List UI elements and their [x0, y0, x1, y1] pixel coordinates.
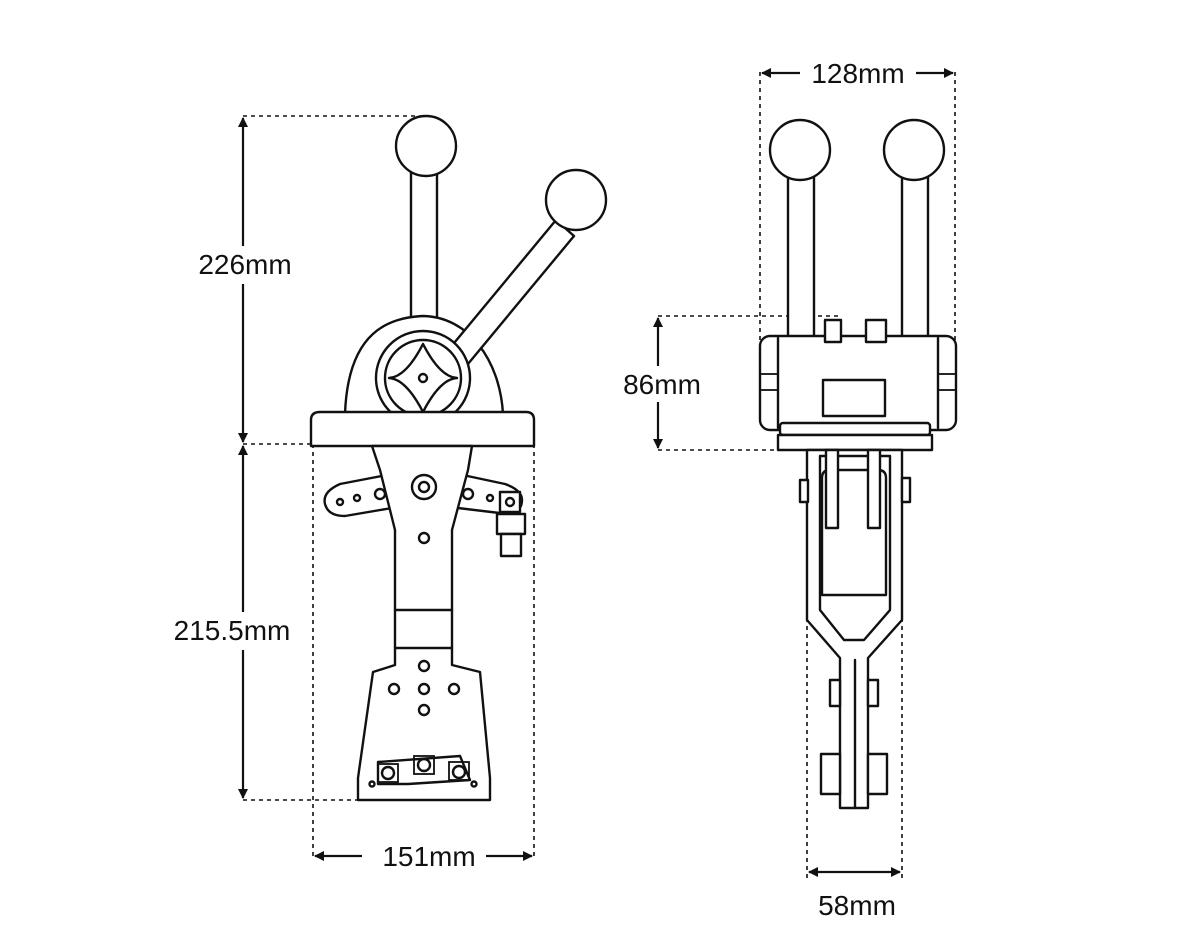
side-housing: [758, 318, 958, 452]
front-bottom-clamp: [368, 754, 478, 788]
dim-label-side-bottom: 58mm: [818, 890, 896, 921]
side-knob-right: [882, 118, 946, 182]
dim-label-side-height: 86mm: [623, 369, 701, 400]
dim-label-front-upper: 226mm: [198, 249, 291, 280]
dim-label-front-width: 151mm: [382, 841, 475, 872]
dim-label-front-lower: 215.5mm: [174, 615, 291, 646]
side-body: [798, 448, 912, 810]
front-cable-clamp: [495, 490, 527, 558]
lever-knob-left: [394, 114, 458, 178]
front-view: 226mm 215.5mm 151mm: [160, 114, 608, 874]
front-mount-plate: [309, 410, 536, 448]
lever-knob-right: [544, 168, 608, 232]
front-lever-angled: [438, 168, 608, 378]
side-levers: [768, 118, 946, 340]
side-extension-lines: [658, 72, 956, 878]
front-lever-vertical: [394, 114, 458, 342]
front-body: [356, 444, 492, 802]
side-view: 128mm 86mm 58mm: [614, 54, 958, 921]
front-bottom-holes: [387, 659, 461, 717]
side-knob-left: [768, 118, 832, 182]
dim-label-side-top: 128mm: [811, 58, 904, 89]
